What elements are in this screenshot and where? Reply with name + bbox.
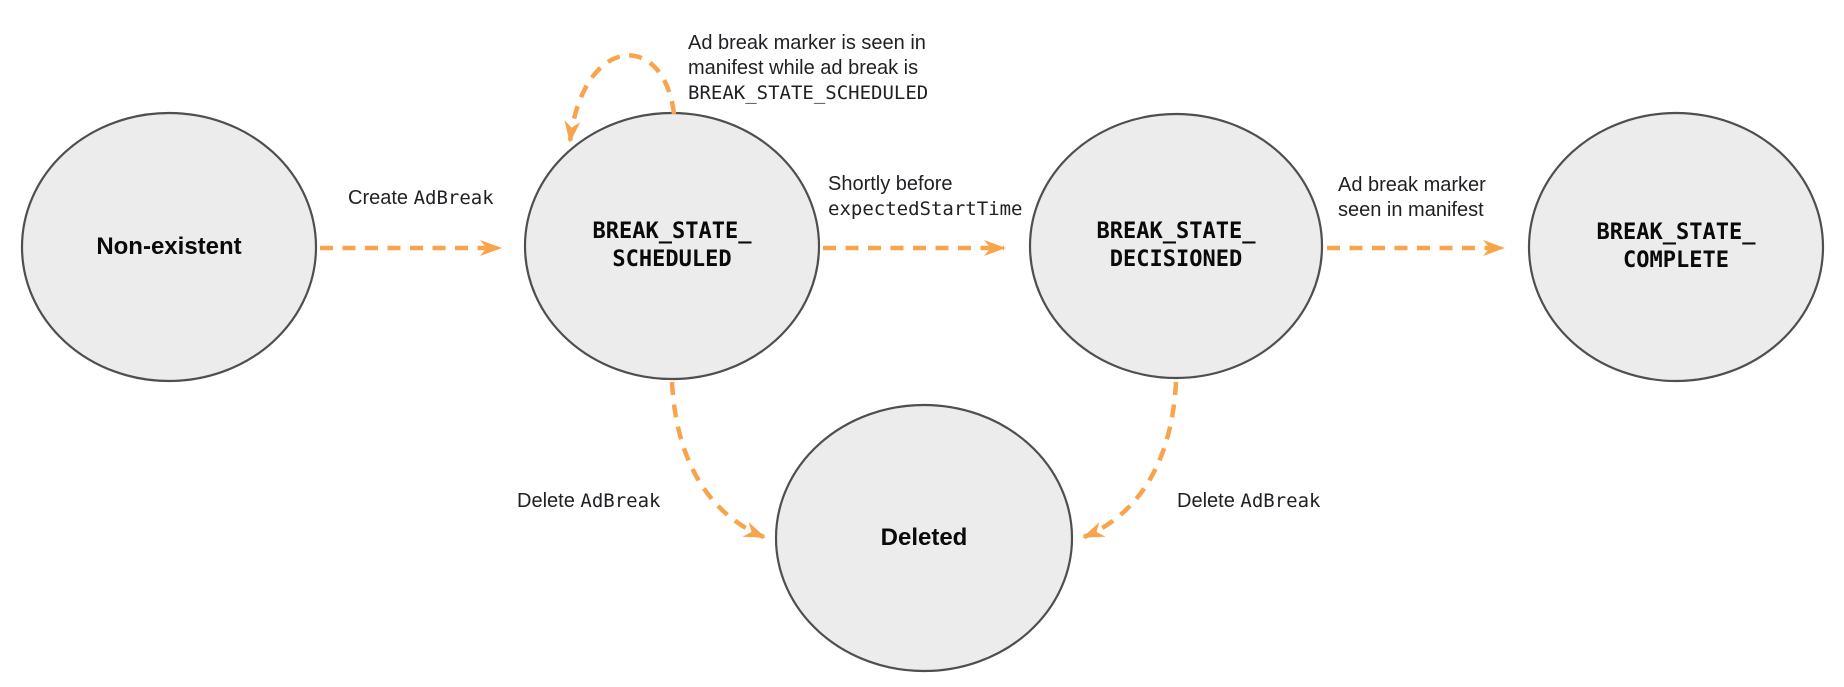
state-node-break-state-complete: [1527, 111, 1825, 383]
edge-label-delete-left-text: Delete: [517, 490, 581, 512]
edge-label-self-loop-line2: manifest while ad break is: [688, 57, 919, 79]
edge-label-create-adbreak-text: Create: [348, 187, 414, 209]
node-label-break-state-decisioned: BREAK_STATE_ DECISIONED: [1096, 219, 1256, 272]
edge-label-marker-seen: Ad break marker seen in manifest: [1338, 173, 1486, 223]
edge-label-self-loop-code: BREAK_STATE_SCHEDULED: [688, 82, 929, 104]
edge-label-marker-seen-line2: seen in manifest: [1338, 199, 1484, 221]
state-node-break-state-decisioned: [1028, 112, 1324, 380]
edge-self-loop-scheduled: [564, 53, 677, 143]
node-label-break-state-complete: BREAK_STATE_ COMPLETE: [1596, 220, 1756, 273]
state-node-deleted: [774, 403, 1074, 673]
node-label-non-existent: Non-existent: [96, 233, 242, 260]
edge-label-create-adbreak-code: AdBreak: [413, 187, 494, 209]
edge-decisioned-to-deleted: [1082, 381, 1179, 540]
edge-label-self-loop: Ad break marker is seen in manifest whil…: [688, 31, 928, 106]
state-node-non-existent: [20, 111, 318, 383]
edge-label-delete-adbreak-right: Delete AdBreak: [1177, 489, 1320, 514]
edge-label-self-loop-line1: Ad break marker is seen in: [688, 32, 926, 54]
edge-label-shortly-before: Shortly before expectedStartTime: [828, 172, 1022, 222]
edge-label-delete-right-code: AdBreak: [1240, 490, 1321, 512]
node-label-deleted: Deleted: [880, 524, 968, 551]
edge-label-delete-left-code: AdBreak: [580, 490, 661, 512]
edge-label-delete-adbreak-left: Delete AdBreak: [517, 489, 660, 514]
edge-label-shortly-before-line1: Shortly before: [828, 173, 953, 195]
edge-label-create-adbreak: Create AdBreak: [348, 186, 494, 211]
edge-scheduled-to-deleted: [669, 381, 766, 540]
edge-label-delete-right-text: Delete: [1177, 490, 1241, 512]
node-label-break-state-scheduled: BREAK_STATE_ SCHEDULED: [592, 219, 752, 272]
edge-label-marker-seen-line1: Ad break marker: [1338, 174, 1486, 196]
edge-label-shortly-before-code: expectedStartTime: [828, 198, 1023, 220]
